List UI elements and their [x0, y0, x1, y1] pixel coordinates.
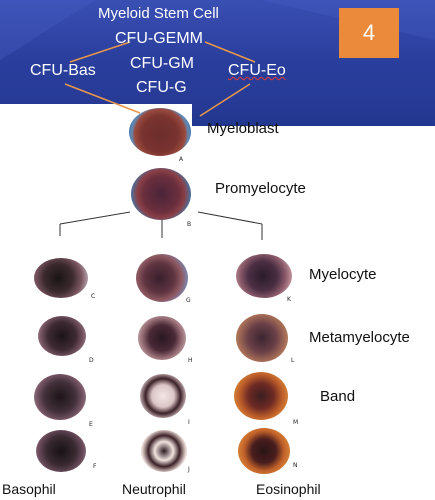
myeloblast-label: Myeloblast	[207, 120, 279, 137]
cell-letter-e: E	[89, 421, 93, 428]
cfu-bas-label: CFU-Bas	[30, 62, 96, 79]
neutrophil-band-cell	[140, 374, 186, 418]
band-label: Band	[320, 388, 356, 405]
eosinophil-band-cell	[234, 372, 288, 420]
eosinophil-metamyelocyte-cell	[236, 314, 288, 362]
neutrophil-label: Neutrophil	[122, 481, 186, 497]
cfu-g-label: CFU-G	[136, 79, 187, 96]
slide-number-badge: 4	[339, 8, 399, 58]
neutrophil-metamyelocyte-cell	[138, 316, 186, 360]
cfu-gm-label: CFU-GM	[130, 55, 194, 72]
cell-letter-c: C	[91, 293, 96, 300]
neutrophil-myelocyte-cell	[136, 254, 188, 302]
cell-letter-l: L	[291, 357, 295, 364]
cell-letter-n: N	[293, 462, 298, 469]
cell-letter-m: M	[293, 419, 299, 426]
cell-letter-d: D	[89, 357, 94, 364]
basophil-metamyelocyte-cell	[38, 316, 86, 356]
cell-letter-g: G	[186, 297, 191, 304]
title-banner-extension	[192, 104, 435, 126]
promyelocyte-label: Promyelocyte	[215, 180, 306, 197]
myeloid-stem-cell-label: Myeloid Stem Cell	[98, 5, 219, 22]
basophil-myelocyte-cell	[34, 258, 88, 298]
basophil-band-cell	[34, 374, 86, 420]
slide-number: 4	[362, 20, 376, 45]
eosinophil-cell	[238, 428, 290, 474]
cfu-gemm-label: CFU-GEMM	[115, 30, 203, 47]
cell-letter-b: B	[187, 221, 192, 228]
cell-letter-j: J	[188, 466, 190, 473]
basophil-label: Basophil	[2, 481, 56, 497]
neutrophil-cell	[141, 430, 187, 472]
eosinophil-label: Eosinophil	[256, 481, 321, 497]
myeloblast-cell	[129, 108, 191, 156]
promyelocyte-cell	[131, 168, 191, 220]
cfu-eo-label: CFU-Eo	[228, 62, 286, 79]
cell-letter-i: I	[188, 419, 190, 426]
cell-letter-f: F	[93, 463, 97, 470]
basophil-cell	[36, 430, 86, 472]
cell-letter-k: K	[287, 296, 291, 303]
myelocyte-label: Myelocyte	[309, 266, 377, 283]
cell-letter-h: H	[188, 357, 193, 364]
eosinophil-myelocyte-cell	[236, 254, 292, 298]
metamyelocyte-label: Metamyelocyte	[309, 329, 410, 346]
cell-letter-a: A	[179, 156, 184, 163]
